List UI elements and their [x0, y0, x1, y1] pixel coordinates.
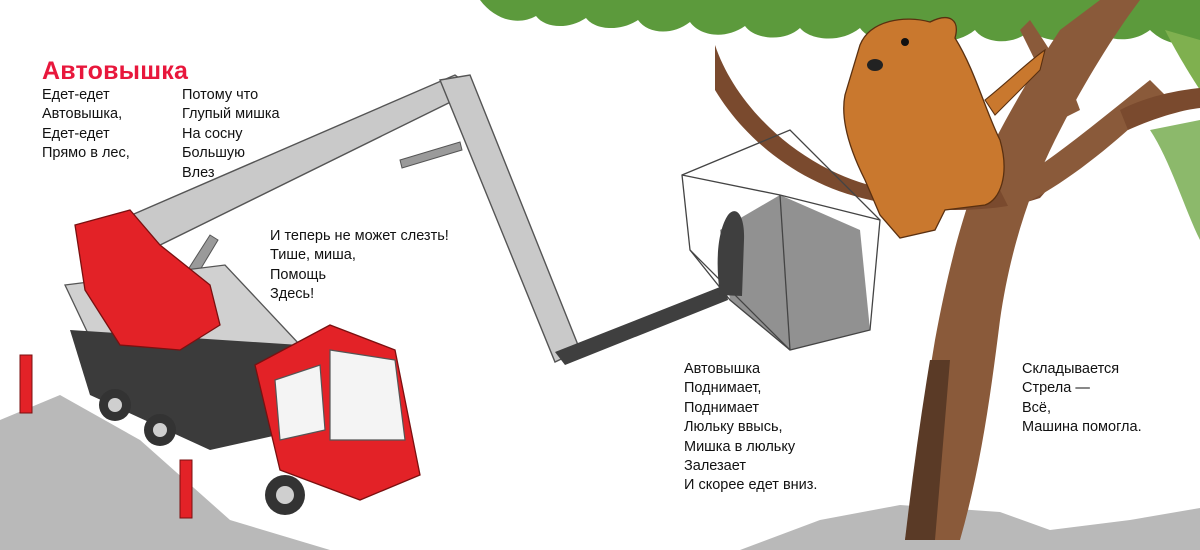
verse-line: Потому что: [182, 87, 259, 103]
stanza-3: И теперь не может слезть! Тише, миша, По…: [270, 227, 449, 305]
verse-line: Тише, миша,: [270, 247, 356, 264]
stanza-1: Едет-едет Автовышка, Едет-едет Прямо в л…: [42, 86, 130, 164]
verse-line: Глупый мишка: [182, 106, 280, 123]
lift-bucket-icon: [681, 129, 881, 351]
tree-foliage-icon: [480, 0, 1200, 240]
verse-line: Залезает: [684, 458, 746, 475]
verse-line: Помощь: [270, 266, 327, 283]
verse-line: Прямо в лес,: [42, 145, 130, 162]
verse-line: Люльку ввысь,: [684, 419, 783, 436]
bear-icon: [843, 17, 1046, 239]
stanza-2: Потому что Глупый мишка На сосну Большую…: [182, 86, 280, 183]
aerial-lift-truck-icon: [19, 209, 421, 519]
verse-line: Складывается: [1022, 361, 1120, 377]
verse-line: Стрела —: [1022, 380, 1090, 397]
verse-line: Всё,: [1022, 399, 1052, 416]
verse-line: Автовышка: [684, 361, 761, 377]
verse-line: Поднимает,: [684, 380, 762, 397]
tree-trunk-icon: [715, 0, 1200, 540]
verse-line: Едет-едет: [42, 125, 110, 142]
verse-line: Поднимает: [684, 399, 759, 416]
verse-line: Влез: [182, 164, 215, 181]
verse-line: Едет-едет: [42, 87, 110, 103]
verse-line: Машина помогла.: [1022, 419, 1142, 436]
page-title: Автовышка: [42, 56, 189, 85]
verse-line: И теперь не может слезть!: [270, 228, 449, 244]
verse-line: Мишка в люльку: [684, 438, 796, 455]
stanza-4: Автовышка Поднимает, Поднимает Люльку вв…: [684, 360, 817, 496]
verse-line: Автовышка,: [42, 106, 123, 123]
stanza-5: Складывается Стрела — Всё, Машина помогл…: [1022, 360, 1142, 438]
verse-line: На сосну: [182, 125, 243, 142]
ground-shadow-left: [0, 395, 330, 550]
verse-line: Большую: [182, 145, 246, 162]
verse-line: Здесь!: [270, 286, 315, 303]
ground-shadow-right: [740, 505, 1200, 550]
verse-line: И скорее едет вниз.: [684, 477, 818, 494]
